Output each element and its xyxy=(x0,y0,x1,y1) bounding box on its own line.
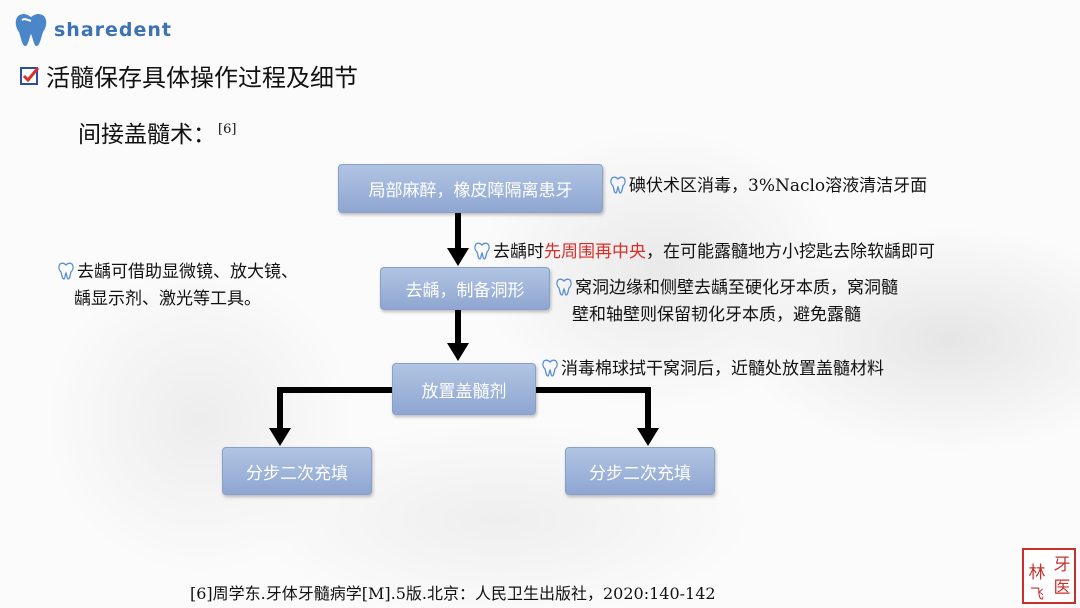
tooth-icon xyxy=(58,262,74,280)
arrowhead-right xyxy=(637,428,659,446)
seal-char-1: 牙 xyxy=(1054,555,1071,575)
tooth-icon xyxy=(610,176,626,194)
seal-char-3: 医 xyxy=(1054,578,1071,598)
flow-step-fill-right: 分步二次充填 xyxy=(565,447,715,495)
branch-right xyxy=(534,390,648,430)
highlight-text: 先周围再中央 xyxy=(544,242,646,262)
note-cavity-walls: 窝洞边缘和侧壁去龋至硬化牙本质，窝洞髓 壁和轴壁则保留韧化牙本质，避免露髓 xyxy=(556,275,898,329)
seal-char-4: 飞 xyxy=(1030,587,1044,603)
seal-char-2: 林 xyxy=(1029,563,1046,583)
arrowhead-1-2 xyxy=(447,248,469,266)
note-tools: 去龋可借助显微镜、放大镜、 龋显示剂、激光等工具。 xyxy=(58,259,298,313)
flow-step-caries-removal: 去龋，制备洞形 xyxy=(380,267,550,310)
branch-left xyxy=(280,390,392,430)
flow-step-fill-left: 分步二次充填 xyxy=(222,447,372,495)
note-caries-order: 去龋时先周围再中央，在可能露髓地方小挖匙去除软龋即可 xyxy=(474,239,935,266)
arrowhead-left xyxy=(269,428,291,446)
tooth-icon xyxy=(474,242,490,260)
flow-step-anesthesia: 局部麻醉，橡皮障隔离患牙 xyxy=(338,164,603,213)
note-capping-material: 消毒棉球拭干窝洞后，近髓处放置盖髓材料 xyxy=(542,356,884,383)
tooth-icon xyxy=(556,278,572,296)
seal-stamp: 牙 林 医 飞 xyxy=(1022,548,1076,604)
flow-step-capping: 放置盖髓剂 xyxy=(392,363,536,415)
reference-footer: [6]周学东.牙体牙髓病学[M].5版.北京：人民卫生出版社，2020:140-… xyxy=(190,580,716,604)
tooth-icon xyxy=(542,359,558,377)
note-disinfection: 碘伏术区消毒，3%Naclo溶液清洁牙面 xyxy=(610,173,927,200)
arrowhead-2-3 xyxy=(447,343,469,361)
